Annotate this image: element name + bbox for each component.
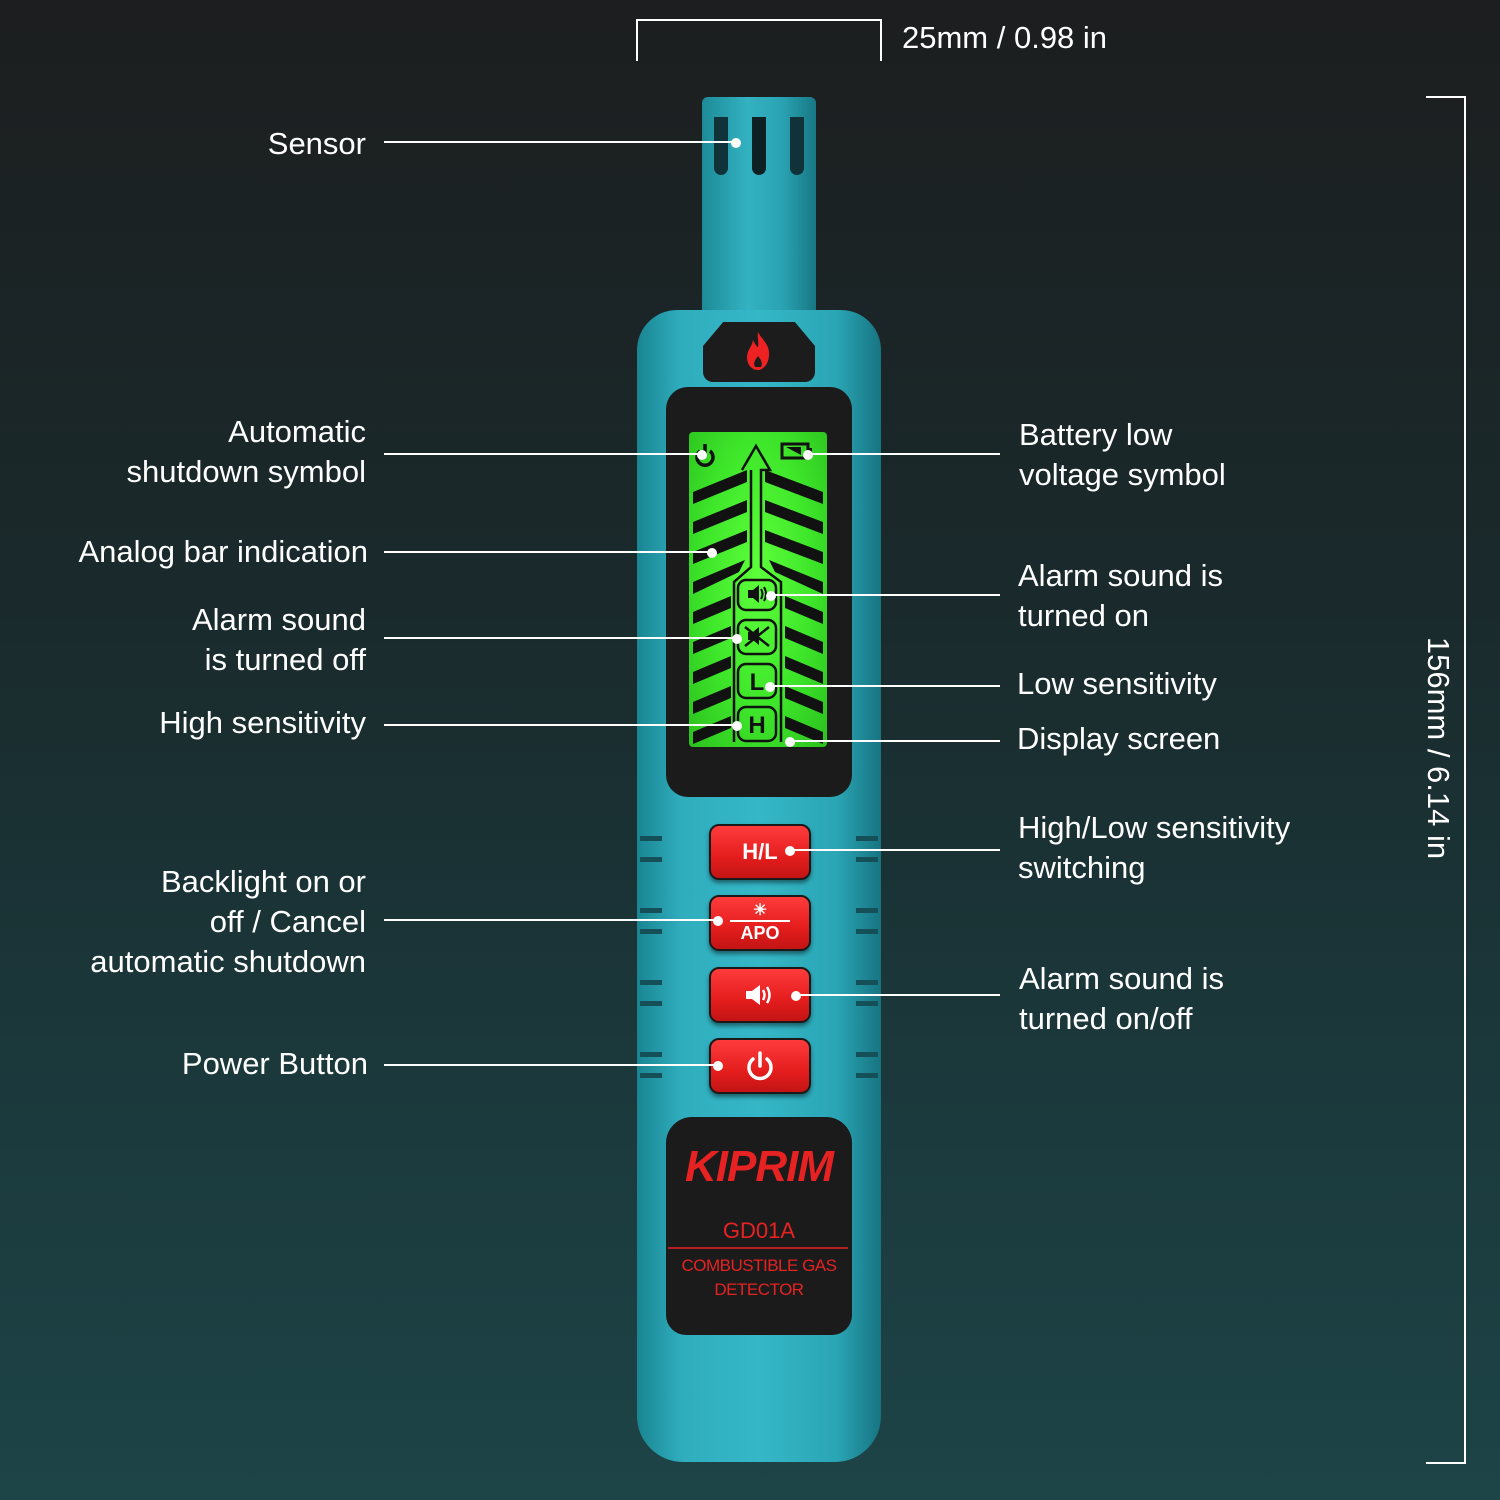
sensor-probe xyxy=(702,97,816,327)
leader-dot xyxy=(791,991,801,1001)
alarm-off-icon xyxy=(744,626,770,647)
sensor-vent xyxy=(714,117,728,175)
callout-text: Alarm sound xyxy=(191,602,366,637)
callout-text: Backlight on or xyxy=(160,864,366,899)
callout-display-screen: Display screen xyxy=(1017,719,1220,759)
leader-dot xyxy=(785,846,795,856)
leader-dot xyxy=(713,916,723,926)
callout-text: Sensor xyxy=(267,126,366,161)
callout-text: Alarm sound is xyxy=(1018,558,1224,593)
callout-text: Analog bar indication xyxy=(78,534,368,569)
low-sensitivity-icon: L xyxy=(750,669,765,696)
leader-line xyxy=(384,724,736,726)
callout-low-sensitivity: Low sensitivity xyxy=(1017,664,1217,704)
leader-dot xyxy=(803,450,813,460)
callout-text: High/Low sensitivity xyxy=(1018,810,1291,845)
leader-line xyxy=(384,637,736,639)
callout-battery-low: Battery low voltage symbol xyxy=(1019,415,1226,495)
leader-dot xyxy=(785,737,795,747)
leader-line xyxy=(384,919,718,921)
callout-alarm-toggle: Alarm sound is turned on/off xyxy=(1019,959,1224,1039)
callout-text: shutdown symbol xyxy=(126,454,366,489)
brand-panel xyxy=(666,1117,852,1335)
leader-line xyxy=(808,453,1000,455)
alarm-on-icon xyxy=(748,585,767,603)
callout-text: Alarm sound is xyxy=(1019,961,1225,996)
hl-button-label: H/L xyxy=(742,839,778,864)
height-dimension-label: 156mm / 6.14 in xyxy=(1421,636,1456,860)
leader-line xyxy=(771,594,1000,596)
callout-text: off / Cancel xyxy=(209,904,366,939)
analog-bar-indicator: L H xyxy=(693,442,823,744)
callout-hl-switching: High/Low sensitivity switching xyxy=(1018,808,1290,888)
leader-line xyxy=(384,551,712,553)
leader-line xyxy=(384,141,736,143)
sensor-vent xyxy=(790,117,804,175)
height-dimension-bracket xyxy=(1426,96,1466,1464)
sensor-vent xyxy=(752,117,766,175)
callout-text: turned on xyxy=(1018,598,1149,633)
callout-high-sensitivity: High sensitivity xyxy=(60,703,366,743)
callout-text: High sensitivity xyxy=(159,705,366,740)
leader-line xyxy=(790,740,1000,742)
callout-sensor: Sensor xyxy=(60,124,366,164)
leader-dot xyxy=(766,591,776,601)
leader-dot xyxy=(707,548,717,558)
leader-line xyxy=(384,1064,718,1066)
leader-line xyxy=(770,685,1000,687)
leader-dot xyxy=(697,450,707,460)
callout-power-button: Power Button xyxy=(60,1044,368,1084)
leader-line xyxy=(790,849,1000,851)
callout-text: Battery low xyxy=(1019,417,1173,452)
leader-line xyxy=(384,453,702,455)
apo-divider xyxy=(730,920,790,922)
display-screen: L H xyxy=(689,432,827,747)
backlight-apo-button[interactable]: ☀ APO xyxy=(709,895,811,951)
speaker-icon xyxy=(746,985,771,1005)
description-line-2: DETECTOR xyxy=(714,1280,804,1299)
callout-text: turned on/off xyxy=(1019,1001,1193,1036)
leader-dot xyxy=(765,682,775,692)
high-sensitivity-icon: H xyxy=(748,712,765,739)
callout-auto-shutdown: Automatic shutdown symbol xyxy=(60,412,366,492)
callout-backlight-apo: Backlight on or off / Cancel automatic s… xyxy=(40,862,366,982)
sun-icon: ☀ xyxy=(752,902,768,919)
width-dimension-bracket xyxy=(636,19,882,61)
leader-line xyxy=(796,994,1000,996)
description-line-1: COMBUSTIBLE GAS xyxy=(681,1256,837,1275)
callout-analog-bar: Analog bar indication xyxy=(40,532,368,572)
callout-text: is turned off xyxy=(204,642,366,677)
power-icon xyxy=(747,1051,773,1081)
callout-alarm-off: Alarm sound is turned off xyxy=(60,600,366,680)
leader-dot xyxy=(732,721,742,731)
leader-dot xyxy=(732,634,742,644)
callout-text: Display screen xyxy=(1017,721,1221,756)
product-description: COMBUSTIBLE GAS DETECTOR xyxy=(666,1254,852,1302)
callout-text: voltage symbol xyxy=(1019,457,1226,492)
apo-button-label: APO xyxy=(740,923,780,943)
callout-text: Automatic xyxy=(228,414,366,449)
callout-text: switching xyxy=(1018,850,1146,885)
callout-text: Low sensitivity xyxy=(1017,666,1217,701)
model-number: GD01A xyxy=(722,1218,796,1243)
width-dimension-label: 25mm / 0.98 in xyxy=(902,20,1108,55)
callout-text: Power Button xyxy=(181,1046,368,1081)
callout-alarm-on: Alarm sound is turned on xyxy=(1018,556,1223,636)
hl-sensitivity-button[interactable]: H/L xyxy=(709,824,811,880)
leader-dot xyxy=(713,1061,723,1071)
brand-logo: KIPRIM xyxy=(685,1142,834,1191)
power-button[interactable] xyxy=(709,1038,811,1094)
flame-icon xyxy=(747,332,770,370)
leader-dot xyxy=(731,138,741,148)
model-divider xyxy=(668,1247,848,1249)
callout-text: automatic shutdown xyxy=(90,944,366,979)
